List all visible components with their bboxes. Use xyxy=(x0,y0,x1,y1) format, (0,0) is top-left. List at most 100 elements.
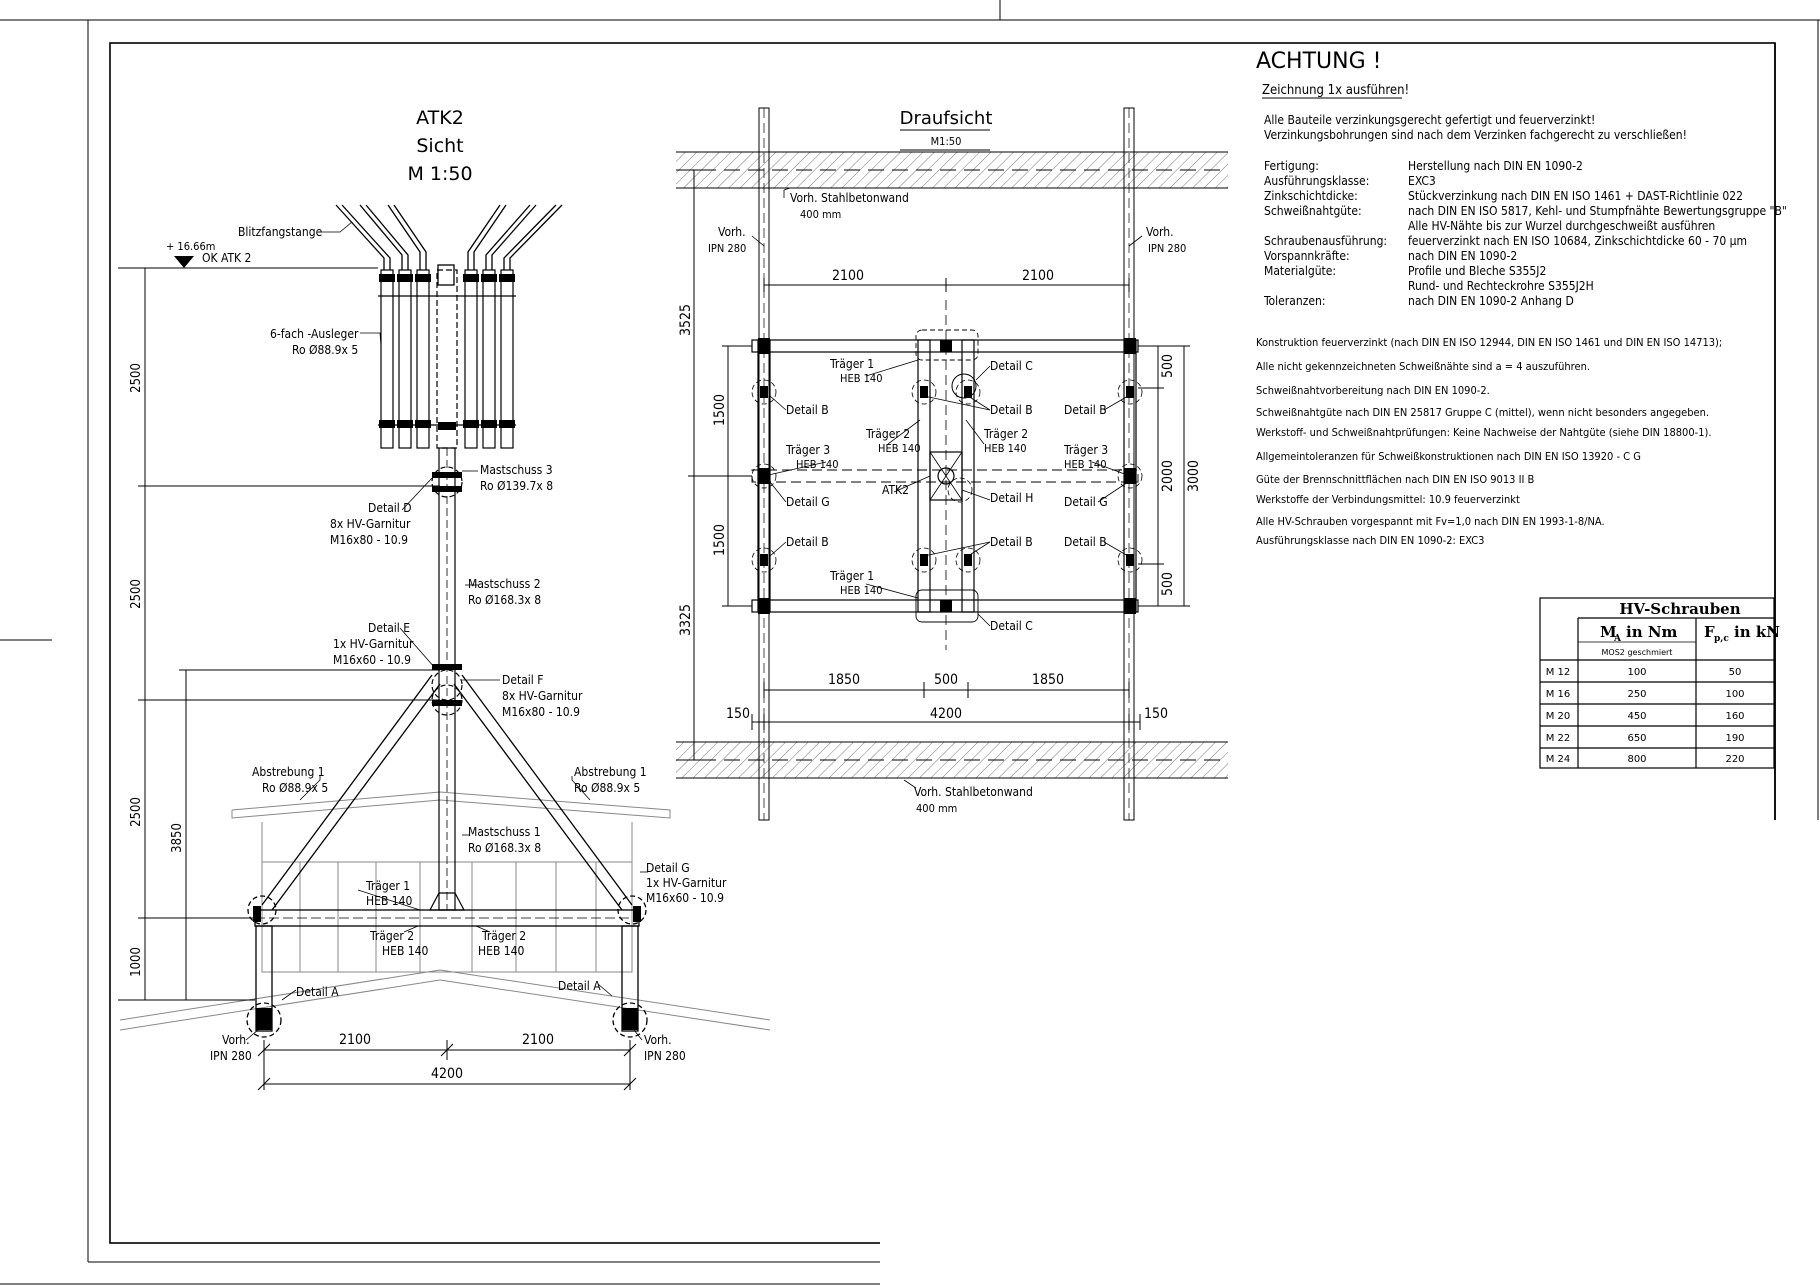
plan-dim-150-b: 150 xyxy=(1144,706,1168,722)
label-ausleger: 6-fach -Ausleger xyxy=(270,327,359,341)
bolt-size: M 12 xyxy=(1546,667,1571,678)
note-line: Konstruktion feuerverzinkt (nach DIN EN … xyxy=(1256,336,1722,349)
spec-key: Schraubenausführung: xyxy=(1264,234,1387,248)
bolt-size: M 20 xyxy=(1546,711,1571,722)
side-view-subtitle: Sicht xyxy=(416,135,463,157)
label-detail-f-3: M16x80 - 10.9 xyxy=(502,705,580,719)
plan-dim-1500-a: 1500 xyxy=(712,394,728,426)
plan-traeger3-left: Träger 3 xyxy=(785,443,830,457)
bolt-table-mos2: MOS2 geschmiert xyxy=(1602,648,1673,657)
spec-key: Ausführungsklasse: xyxy=(1264,174,1369,188)
plan-detail-b-2: Detail B xyxy=(990,403,1033,417)
plan-atk2: ATK2 xyxy=(882,483,909,497)
bolt-ma: 800 xyxy=(1627,754,1646,765)
spec-value: feuerverzinkt nach EN ISO 10684, Zinksch… xyxy=(1408,234,1747,248)
note-line: Schweißnahtvorbereitung nach DIN EN 1090… xyxy=(1256,384,1490,397)
note-line: Alle nicht gekennzeichneten Schweißnähte… xyxy=(1256,360,1590,373)
spec-value: Alle HV-Nähte bis zur Wurzel durchgeschw… xyxy=(1408,219,1715,233)
ok-label: OK ATK 2 xyxy=(202,251,251,265)
plan-vorh-left-spec: IPN 280 xyxy=(708,242,746,255)
lightning-rods xyxy=(335,204,563,286)
plan-traeger2-right: Träger 2 xyxy=(983,427,1028,441)
elevation-marker: + 16.66m OK ATK 2 xyxy=(118,240,378,269)
plan-wall-top: Vorh. Stahlbetonwand xyxy=(790,191,909,205)
plan-traeger3-right-spec: HEB 140 xyxy=(1064,458,1107,471)
plan-detail-h: Detail H xyxy=(990,491,1033,505)
plan-detail-g-right: Detail G xyxy=(1064,495,1108,509)
plan-traeger3-right: Träger 3 xyxy=(1063,443,1108,457)
label-abstrebung-right-spec: Ro Ø88.9x 5 xyxy=(574,781,640,795)
label-traeger2-right: Träger 2 xyxy=(481,929,526,943)
label-vorh-left-spec: IPN 280 xyxy=(210,1049,252,1063)
roof-outline xyxy=(119,791,771,1031)
plan-dim-1500-b: 1500 xyxy=(712,524,728,556)
dim-1000: 1000 xyxy=(129,947,144,977)
plan-dim-150-a: 150 xyxy=(726,706,750,722)
bolt-fp: 190 xyxy=(1725,733,1744,744)
bolt-fp: 100 xyxy=(1725,689,1744,700)
plan-traeger1-bottom-spec: HEB 140 xyxy=(840,584,883,597)
bolt-table-col-fp-unit: in kN xyxy=(1734,623,1780,641)
plan-detail-c-top: Detail C xyxy=(990,359,1033,373)
spec-key: Zinkschichtdicke: xyxy=(1264,189,1358,203)
label-abstrebung-left: Abstrebung 1 xyxy=(252,765,325,779)
spec-value: nach DIN EN 1090-2 xyxy=(1408,249,1517,263)
plan-wall-top-thk: 400 mm xyxy=(800,208,841,221)
note-line: Werkstoff- und Schweißnahtprüfungen: Kei… xyxy=(1256,426,1712,439)
plan-traeger1-top: Träger 1 xyxy=(829,357,874,371)
plan-detail-b-3: Detail B xyxy=(1064,403,1107,417)
notes-intro-1: Alle Bauteile verzinkungsgerecht geferti… xyxy=(1264,113,1595,127)
dim-2100-b: 2100 xyxy=(522,1032,554,1048)
plan-dim-4200: 4200 xyxy=(930,706,962,722)
plan-traeger1-top-spec: HEB 140 xyxy=(840,372,883,385)
plan-view-scale: M1:50 xyxy=(931,135,962,148)
note-line: Ausführungsklasse nach DIN EN 1090-2: EX… xyxy=(1256,534,1484,547)
label-detail-d: Detail D xyxy=(368,501,412,515)
label-vorh-right: Vorh. xyxy=(644,1033,672,1047)
plan-dim-500-mid: 500 xyxy=(934,672,958,688)
mast-flanges xyxy=(432,472,462,706)
bolt-table-col-fp: F xyxy=(1704,623,1715,641)
plan-traeger3-left-spec: HEB 140 xyxy=(796,458,839,471)
plan-dim-3000: 3000 xyxy=(1186,460,1202,492)
plan-view-title: Draufsicht xyxy=(900,108,993,129)
notes-block: ACHTUNG ! Zeichnung 1x ausführen! Alle B… xyxy=(1256,49,1787,547)
spec-value: EXC3 xyxy=(1408,174,1436,188)
label-detail-e: Detail E xyxy=(368,621,410,635)
concrete-walls xyxy=(676,151,1228,779)
label-detail-g: Detail G xyxy=(646,861,690,875)
bolt-ma: 450 xyxy=(1627,711,1646,722)
label-detail-g-2: 1x HV-Garnitur xyxy=(646,876,727,890)
label-blitzfangstange: Blitzfangstange xyxy=(238,225,323,239)
dim-2500-a: 2500 xyxy=(129,363,144,393)
label-detail-a-left: Detail A xyxy=(296,985,339,999)
label-abstrebung-left-spec: Ro Ø88.9x 5 xyxy=(262,781,328,795)
spec-key: Fertigung: xyxy=(1264,159,1319,173)
label-mast1: Mastschuss 1 xyxy=(468,825,541,839)
ausleger-clamps xyxy=(379,274,515,430)
bolt-fp: 220 xyxy=(1725,754,1744,765)
spec-value: nach DIN EN ISO 5817, Kehl- und Stumpfnä… xyxy=(1408,204,1787,218)
side-vertical-dims xyxy=(118,267,440,1001)
label-mast2: Mastschuss 2 xyxy=(468,577,541,591)
spec-key: Toleranzen: xyxy=(1263,294,1326,308)
plan-traeger2-left: Träger 2 xyxy=(865,427,910,441)
spec-value: Stückverzinkung nach DIN EN ISO 1461 + D… xyxy=(1408,189,1743,203)
note-line: Güte der Brennschnittflächen nach DIN EN… xyxy=(1256,473,1535,486)
spec-key: Vorspannkräfte: xyxy=(1264,249,1350,263)
plan-dim-500-top: 500 xyxy=(1160,354,1176,378)
plan-vorh-left: Vorh. xyxy=(718,225,746,239)
label-detail-d-3: M16x80 - 10.9 xyxy=(330,533,408,547)
plan-dim-2100-b: 2100 xyxy=(1022,268,1054,284)
plan-vorh-right-spec: IPN 280 xyxy=(1148,242,1186,255)
bolt-table-col-ma-sub: A xyxy=(1613,634,1622,644)
note-line: Allgemeintoleranzen für Schweißkonstrukt… xyxy=(1256,450,1641,463)
plan-traeger2-right-spec: HEB 140 xyxy=(984,442,1027,455)
label-detail-e-3: M16x60 - 10.9 xyxy=(333,653,411,667)
spec-value: Rund- und Rechteckrohre S355J2H xyxy=(1408,279,1594,293)
bolt-table-col-ma-unit: in Nm xyxy=(1626,623,1678,641)
plan-traeger2-left-spec: HEB 140 xyxy=(878,442,921,455)
plan-dim-2000: 2000 xyxy=(1160,460,1176,492)
plan-frame xyxy=(751,300,1143,650)
bolt-ma: 100 xyxy=(1627,667,1646,678)
